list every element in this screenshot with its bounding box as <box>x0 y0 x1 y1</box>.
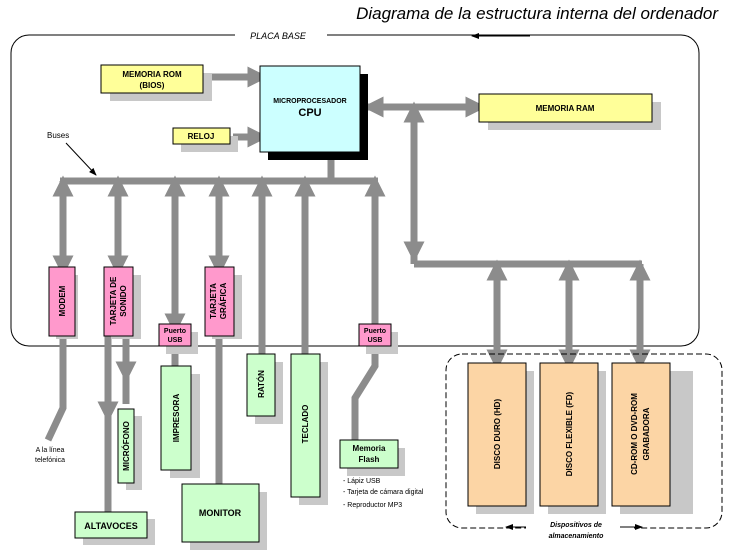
card-modem: MODEM <box>48 266 78 339</box>
disco-duro-box: DISCO DURO (HD) <box>467 362 534 514</box>
usb-port-left: Puerto USB <box>158 323 198 354</box>
raton-box: RATÓN <box>246 353 283 424</box>
impresora-label: IMPRESORA <box>172 394 181 443</box>
motherboard-label: PLACA BASE <box>250 31 307 41</box>
disco-flexible-box: DISCO FLEXIBLE (FD) <box>539 362 606 514</box>
diagram-title: Diagrama de la estructura interna del or… <box>356 4 719 23</box>
cd-dvd-label-2: GRABADORA <box>642 407 651 460</box>
card-grafica-label-2: GRÁFICA <box>219 283 228 320</box>
card-grafica-label-1: TARJETA <box>209 283 218 319</box>
ram-label: MEMORIA RAM <box>536 104 595 113</box>
card-modem-label: MODEM <box>58 285 67 316</box>
monitor-label: MONITOR <box>199 508 242 518</box>
usb-port-left-label-1: Puerto <box>164 328 186 335</box>
buses-label: Buses <box>47 131 69 140</box>
card-sonido: TARJETA DE SONIDO <box>103 266 141 339</box>
reloj-box <box>172 127 231 145</box>
altavoces-box: ALTAVOCES <box>74 511 155 545</box>
cpu-label-line1: MICROPROCESADOR <box>273 98 347 105</box>
monitor-box: MONITOR <box>181 483 267 550</box>
rom-box <box>100 64 204 94</box>
teclado-box: TECLADO <box>290 353 328 505</box>
storage-group-label-1: Dispositivos de <box>550 522 602 529</box>
altavoces-label: ALTAVOCES <box>84 521 138 531</box>
usb-device-1: - Lápiz USB <box>343 478 381 485</box>
impresora-box: IMPRESORA <box>160 365 200 478</box>
usb-device-2: - Tarjeta de cámara digital <box>343 489 424 496</box>
card-sonido-label-1: TARJETA DE <box>109 276 118 325</box>
microfono-label: MICRÓFONO <box>122 421 131 471</box>
usb-port-right: Puerto USB <box>358 323 398 354</box>
linea-label-2: telefónica <box>35 457 65 464</box>
memoria-flash-box: Memoria Flash <box>339 439 405 476</box>
cd-dvd-box: CD-ROM O DVD-ROM GRABADORA <box>611 362 693 514</box>
card-sonido-label-2: SONIDO <box>119 285 128 317</box>
teclado-label: TECLADO <box>301 405 310 444</box>
reloj-label: RELOJ <box>188 132 215 141</box>
ram-box <box>478 93 653 123</box>
memoria-flash-label-1: Memoria <box>353 444 386 453</box>
raton-label: RATÓN <box>257 370 266 398</box>
motherboard-outline <box>10 34 700 347</box>
cpu-box <box>259 65 361 153</box>
usb-device-3: - Reproductor MP3 <box>343 502 402 509</box>
linea-label-1: A la línea <box>36 447 65 454</box>
storage-group-label-bg <box>526 518 634 542</box>
usb-port-left-label-2: USB <box>168 337 183 344</box>
microfono-box: MICRÓFONO <box>117 408 142 490</box>
usb-port-right-label-2: USB <box>368 337 383 344</box>
card-grafica: TARJETA GRÁFICA <box>204 266 242 339</box>
rom-label-line1: MEMORIA ROM <box>122 70 182 79</box>
rom-label-line2: (BIOS) <box>140 81 165 90</box>
memoria-flash-label-2: Flash <box>359 455 380 464</box>
disco-duro-label: DISCO DURO (HD) <box>493 399 502 470</box>
buses-pointer <box>65 142 97 176</box>
usb-port-right-label-1: Puerto <box>364 328 386 335</box>
cd-dvd-label-1: CD-ROM O DVD-ROM <box>630 393 639 475</box>
motherboard-label-bg <box>235 28 327 42</box>
disco-flexible-label: DISCO FLEXIBLE (FD) <box>565 391 574 476</box>
cpu-label-line2: CPU <box>298 107 321 119</box>
storage-group-label-2: almacenamiento <box>549 533 605 540</box>
storage-group-outline <box>445 353 723 529</box>
